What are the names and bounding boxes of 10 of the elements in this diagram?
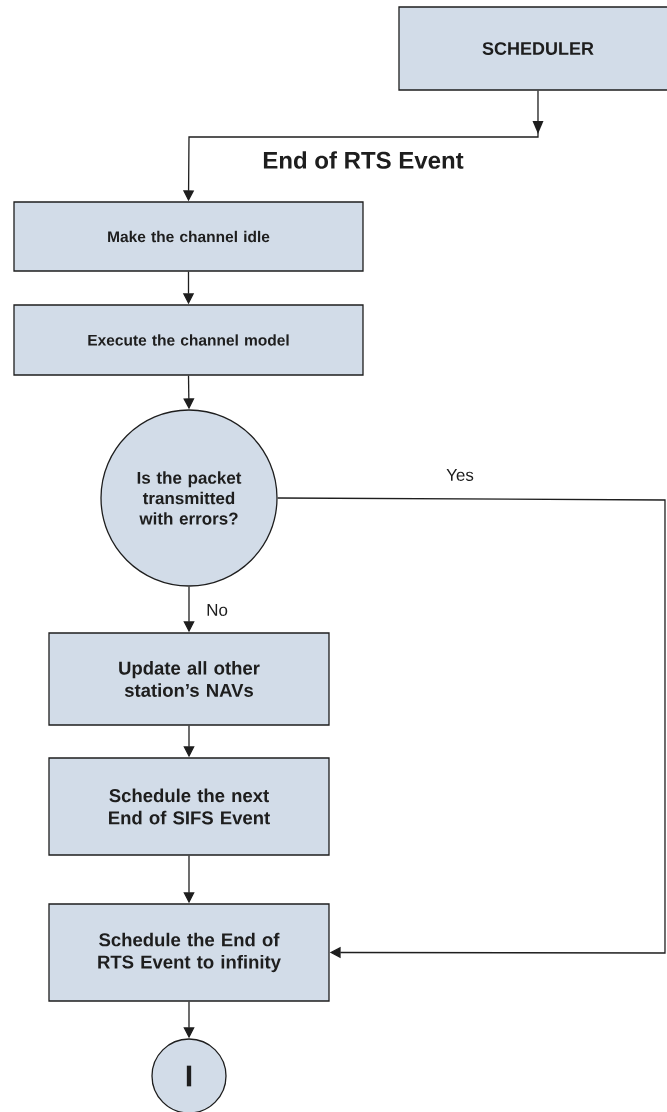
process-box: Make the channel idle: [13, 201, 364, 272]
process-box: Schedule the next End of SIFS Event: [48, 757, 330, 856]
edge-label: No: [205, 603, 229, 617]
process-box: Execute the channel model: [13, 304, 364, 376]
process-box: SCHEDULER: [398, 6, 667, 91]
arrow: [277, 497, 666, 959]
edge-label: Yes: [445, 468, 475, 482]
process-box: Schedule the End of RTS Event to infinity: [48, 903, 330, 1002]
process-box: Update all other station’s NAVs: [48, 632, 330, 726]
edge-label: End of RTS Event: [261, 150, 465, 170]
